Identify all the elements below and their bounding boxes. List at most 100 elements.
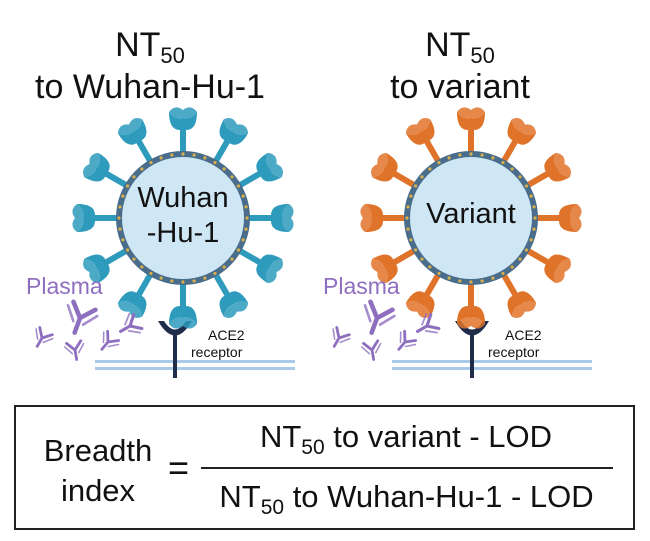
antibodies-left — [35, 299, 144, 361]
envelope-dot — [469, 280, 473, 284]
envelope-dot — [159, 156, 163, 160]
membrane-left — [95, 360, 295, 370]
spike-protein-icon — [523, 246, 571, 284]
envelope-dot — [458, 153, 462, 157]
virus-right-label: Variant — [426, 198, 516, 230]
antibody-icon — [360, 339, 382, 361]
envelope-dot — [118, 205, 122, 209]
envelope-dot — [192, 279, 196, 283]
title-wuhan: NT50 to Wuhan-Hu-1 — [0, 24, 300, 108]
spike-protein-icon — [405, 118, 443, 166]
envelope-dot — [529, 238, 533, 242]
envelope-dot — [529, 194, 533, 198]
envelope-dot — [406, 227, 410, 231]
virus-diagram: Wuhan -Hu-1 Variant Plasma Plasma ACE2 r… — [26, 107, 592, 378]
envelope-dot — [203, 156, 207, 160]
title-right-nt: NT — [425, 26, 471, 64]
envelope-dot — [181, 152, 185, 156]
antibody-icon — [63, 339, 85, 361]
envelope-dot — [125, 248, 130, 252]
envelope-dot — [428, 265, 432, 269]
envelope-dot — [420, 257, 424, 261]
envelope-dot — [244, 227, 248, 231]
receptor-right-label-2: receptor — [488, 344, 540, 360]
numerator-nt: NT — [259, 419, 302, 454]
envelope-dot — [181, 280, 185, 284]
antibody-icon — [363, 299, 396, 335]
envelope-dot — [132, 257, 136, 261]
envelope-dot — [428, 167, 432, 171]
spike-protein-icon — [371, 152, 419, 190]
antibody-icon — [100, 329, 121, 351]
spike-protein-icon — [117, 270, 155, 318]
envelope-dot — [437, 271, 441, 276]
spike-protein-icon — [245, 204, 294, 232]
spike-protein-icon — [169, 280, 197, 329]
envelope-dot — [501, 271, 505, 276]
antibody-icon — [397, 329, 418, 351]
formula-denominator: NT50 to Wuhan-Hu-1 - LOD — [194, 477, 619, 519]
envelope-dot — [501, 160, 505, 165]
spike-protein-icon — [235, 152, 283, 190]
spike-protein-icon — [117, 118, 155, 166]
envelope-dot — [510, 265, 514, 269]
envelope-dot — [241, 238, 245, 242]
envelope-dot — [518, 257, 522, 261]
envelope-dot — [518, 175, 522, 179]
receptor-left-label-2: receptor — [191, 344, 243, 360]
antibody-icon — [416, 312, 441, 334]
virus-left-label-2: -Hu-1 — [147, 217, 220, 249]
envelope-dot — [491, 276, 495, 280]
envelope-dot — [192, 153, 196, 157]
envelope-dot — [413, 184, 418, 188]
envelope-dot — [406, 205, 410, 209]
envelope-dot — [170, 279, 174, 283]
breadth-index-formula: Breadth index = NT50 to variant - LOD NT… — [14, 405, 635, 530]
envelope-dot — [420, 175, 424, 179]
formula-equals: = — [168, 447, 190, 488]
title-variant: NT50 to variant — [310, 24, 610, 108]
envelope-dot — [532, 227, 536, 231]
spike-protein-icon — [72, 204, 121, 232]
membrane-right — [392, 360, 592, 370]
spike-protein-icon — [523, 152, 571, 190]
envelope-dot — [118, 227, 122, 231]
title-left-line2: to Wuhan-Hu-1 — [35, 68, 265, 106]
numerator-sub: 50 — [301, 436, 325, 459]
envelope-dot — [230, 175, 234, 179]
envelope-dot — [117, 216, 121, 220]
envelope-dot — [132, 175, 136, 179]
plasma-label-right: Plasma — [323, 273, 400, 299]
envelope-dot — [121, 194, 125, 198]
envelope-dot — [213, 160, 217, 165]
envelope-dot — [125, 184, 130, 188]
spike-protein-icon — [83, 246, 131, 284]
envelope-dot — [170, 153, 174, 157]
spike-protein-icon — [533, 204, 582, 232]
envelope-dot — [458, 279, 462, 283]
envelope-dot — [236, 184, 241, 188]
spike-protein-icon — [211, 118, 249, 166]
envelope-dot — [230, 257, 234, 261]
spike-protein-icon — [457, 107, 485, 156]
spike-protein-icon — [211, 270, 249, 318]
envelope-dot — [149, 160, 153, 165]
spike-protein-icon — [457, 280, 485, 329]
envelope-dot — [533, 216, 537, 220]
envelope-dot — [447, 276, 451, 280]
receptor-left-label-1: ACE2 — [208, 327, 245, 343]
envelope-dot — [480, 279, 484, 283]
envelope-dot — [222, 167, 226, 171]
envelope-dot — [447, 156, 451, 160]
title-left-nt: NT — [115, 26, 161, 64]
spike-protein-icon — [499, 118, 537, 166]
envelope-dot — [532, 205, 536, 209]
denominator-rest: to Wuhan-Hu-1 - LOD — [292, 479, 594, 514]
formula-numerator: NT50 to variant - LOD — [196, 417, 616, 459]
antibody-icon — [332, 326, 351, 348]
envelope-dot — [510, 167, 514, 171]
envelope-dot — [244, 205, 248, 209]
denominator-sub: 50 — [260, 496, 285, 519]
virus-variant — [360, 107, 582, 329]
spike-protein-icon — [83, 152, 131, 190]
